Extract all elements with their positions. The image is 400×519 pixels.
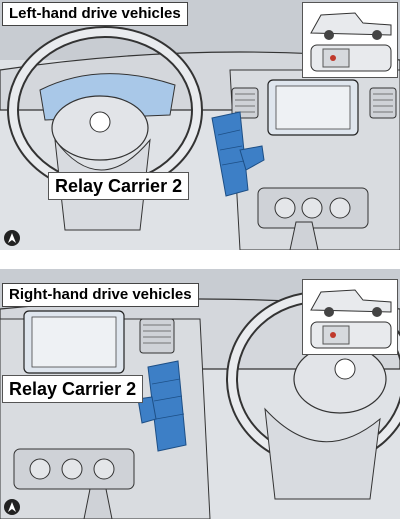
panel-title: Left-hand drive vehicles (2, 2, 188, 26)
relay-carrier-2-highlight (137, 360, 187, 452)
vehicle-location-inset (302, 2, 398, 78)
relay-carrier-2-highlight (211, 111, 265, 197)
right-hand-drive-panel: Right-hand drive vehicles Relay Carrier … (0, 269, 400, 519)
left-hand-drive-panel: Left-hand drive vehicles Relay Carrier 2 (0, 0, 400, 250)
vehicle-top-view-icon (310, 321, 392, 349)
vehicle-side-view-icon (310, 12, 392, 40)
north-arrow-icon (4, 499, 20, 515)
vehicle-side-view-icon (310, 289, 392, 317)
relay-carrier-2-label: Relay Carrier 2 (48, 172, 190, 200)
relay-carrier-2-label: Relay Carrier 2 (2, 375, 144, 403)
panel-title: Right-hand drive vehicles (2, 283, 199, 307)
north-arrow-icon (4, 230, 20, 246)
lhd-dashboard-illustration (0, 0, 400, 250)
vehicle-top-view-icon (310, 44, 392, 72)
rhd-dashboard-illustration (0, 269, 400, 519)
vehicle-location-inset (302, 279, 398, 355)
